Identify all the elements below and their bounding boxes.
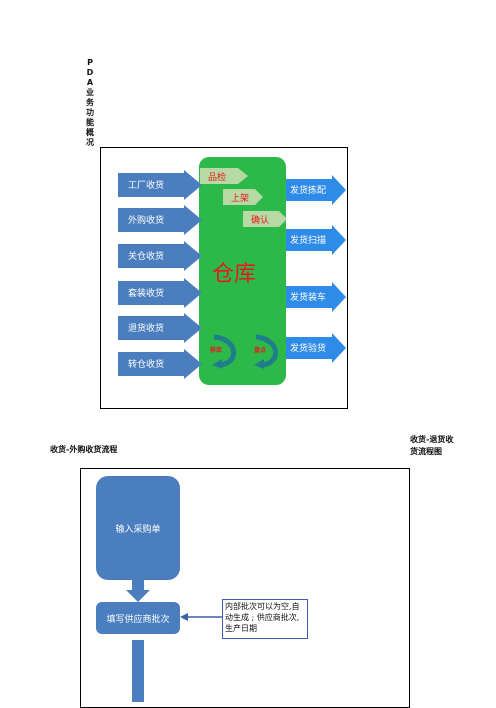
inbound-arrow: 转仓收货 xyxy=(118,349,202,379)
turn-label: 盘点 xyxy=(254,347,267,354)
inbound-label: 关仓收货 xyxy=(128,252,165,262)
down-arrow-icon xyxy=(126,580,150,602)
batch-note: 内部批次可以为空,自动生成 ; 供应商批次,生产日期 xyxy=(222,599,308,639)
tag-arrow-shape xyxy=(223,189,263,205)
step-tag-shelve: 上架 xyxy=(223,189,263,205)
turn-label: 移库 xyxy=(210,347,223,354)
outbound-label: 发货拣配 xyxy=(290,186,327,196)
outbound-arrow: 发货拣配 xyxy=(286,175,346,205)
step-label: 输入采购单 xyxy=(115,524,161,535)
stocktake-arrow: 盘点 xyxy=(250,333,284,369)
inbound-arrow: 关仓收货 xyxy=(118,241,202,271)
step-tag-inspect: 品检 xyxy=(200,168,248,184)
inbound-arrow-shape xyxy=(118,241,202,271)
step-tag-confirm: 确认 xyxy=(243,211,287,227)
outbound-arrow: 发货扫描 xyxy=(286,225,346,255)
tag-label: 上架 xyxy=(231,194,250,204)
move-stock-arrow: 移库 xyxy=(208,333,242,369)
inbound-label: 工厂收货 xyxy=(128,181,165,191)
outbound-label: 发货扫描 xyxy=(290,236,327,246)
inbound-arrow: 退货收货 xyxy=(118,313,202,343)
section-title-purchase-receiving: 收货-外购收货流程 xyxy=(50,445,118,454)
inbound-arrow-shape xyxy=(118,205,202,235)
enter-po-step: 输入采购单 xyxy=(96,476,180,580)
tag-arrow-shape xyxy=(243,211,287,227)
warehouse-label: 仓库 xyxy=(212,262,257,287)
outbound-arrow: 发货验货 xyxy=(286,333,346,363)
inbound-arrow-shape xyxy=(118,170,202,200)
inbound-arrow: 外购收货 xyxy=(118,205,202,235)
outbound-arrow-shape xyxy=(286,333,346,363)
outbound-arrow-shape xyxy=(286,175,346,205)
step-label: 填写供应商批次 xyxy=(106,614,170,625)
inbound-label: 套装收货 xyxy=(128,289,165,299)
tag-label: 确认 xyxy=(251,216,270,226)
tag-label: 品检 xyxy=(208,173,227,183)
inbound-arrow-shape xyxy=(118,349,202,379)
inbound-label: 外购收货 xyxy=(128,216,165,226)
tag-arrow-shape xyxy=(200,168,248,184)
inbound-label: 转仓收货 xyxy=(128,360,165,370)
inbound-label: 退货收货 xyxy=(128,324,165,334)
left-arrow-icon xyxy=(180,613,222,621)
section-heading: PDA业务功能概况 xyxy=(86,58,94,147)
inbound-arrow: 套装收货 xyxy=(118,278,202,308)
warehouse-diagram-frame xyxy=(100,147,348,409)
curved-arrow-icon xyxy=(254,334,279,369)
down-arrow-icon xyxy=(132,640,144,702)
supplier-batch-step: 填写供应商批次 xyxy=(96,602,180,634)
outbound-arrow-shape xyxy=(286,282,346,312)
inbound-arrow-shape xyxy=(118,313,202,343)
outbound-label: 发货验货 xyxy=(290,344,327,354)
outbound-arrow: 发货装车 xyxy=(286,282,346,312)
outbound-label: 发货装车 xyxy=(290,293,327,303)
curved-arrow-icon xyxy=(212,334,237,369)
inbound-arrow: 工厂收货 xyxy=(118,170,202,200)
outbound-arrow-shape xyxy=(286,225,346,255)
section-title-return-receiving: 收货-退货收货流程图 xyxy=(410,435,454,456)
inbound-arrow-shape xyxy=(118,278,202,308)
